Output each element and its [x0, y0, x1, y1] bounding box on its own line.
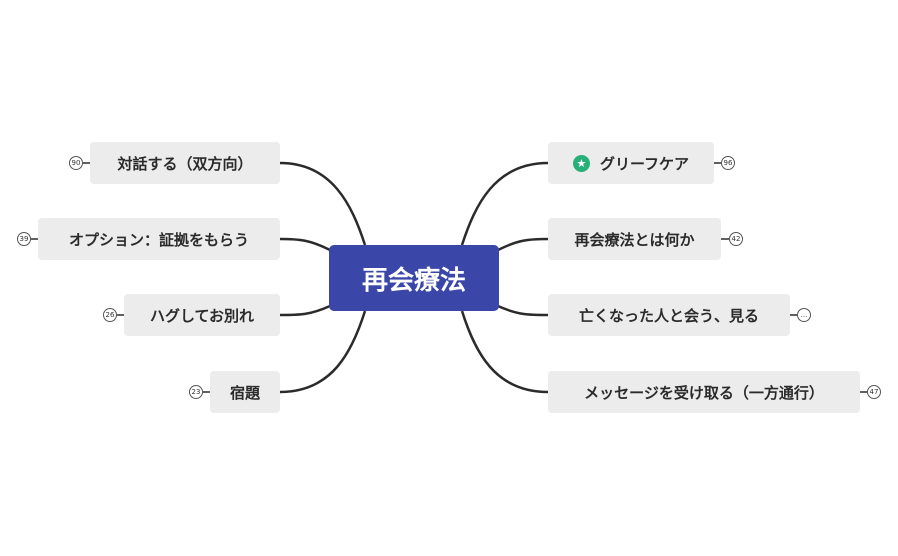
topic-meet-the-deceased[interactable]: 亡くなった人と会う、見る — [548, 294, 790, 336]
topic-homework[interactable]: 宿題 — [210, 371, 280, 413]
topic-dialogue[interactable]: 対話する（双方向） — [90, 142, 280, 184]
child-count-badge[interactable]: 26 — [103, 308, 117, 322]
topic-label: オプション：証拠をもらう — [68, 230, 249, 249]
connector-left-3 — [279, 304, 331, 317]
child-count-badge[interactable]: 39 — [17, 232, 31, 246]
topic-label: グリーフケア — [599, 154, 690, 173]
topic-label: 再会療法とは何か — [574, 230, 695, 249]
child-count-badge[interactable]: 23 — [189, 385, 203, 399]
child-count-badge[interactable]: 42 — [729, 232, 743, 246]
connector-right-2 — [497, 237, 549, 252]
star-icon: ★ — [572, 154, 590, 172]
topic-label: 宿題 — [229, 383, 260, 402]
topic-label: メッセージを受け取る（一方通行） — [584, 383, 824, 402]
topic-label: 亡くなった人と会う、見る — [578, 306, 759, 325]
central-topic[interactable]: 再会療法 — [329, 245, 499, 311]
connector-left-1 — [279, 161, 367, 246]
topic-grief-care[interactable]: ★ グリーフケア — [548, 142, 714, 184]
child-count-badge[interactable]: 47 — [867, 385, 881, 399]
collapsed-children-badge[interactable]: ... — [797, 308, 811, 322]
child-count-badge[interactable]: 96 — [721, 156, 735, 170]
connector-right-1 — [460, 161, 549, 246]
topic-label: ハグしてお別れ — [149, 306, 255, 325]
topic-what-is-reunion-therapy[interactable]: 再会療法とは何か — [548, 218, 721, 260]
topic-hug-farewell[interactable]: ハグしてお別れ — [124, 294, 280, 336]
topic-label: 対話する（双方向） — [117, 154, 253, 173]
connector-right-4 — [460, 310, 549, 394]
topic-receive-message[interactable]: メッセージを受け取る（一方通行） — [548, 371, 860, 413]
child-count-badge[interactable]: 90 — [69, 156, 83, 170]
connector-left-2 — [279, 237, 331, 252]
connector-right-3 — [497, 304, 549, 317]
topic-option-get-proof[interactable]: オプション：証拠をもらう — [38, 218, 280, 260]
connector-left-4 — [279, 310, 367, 394]
